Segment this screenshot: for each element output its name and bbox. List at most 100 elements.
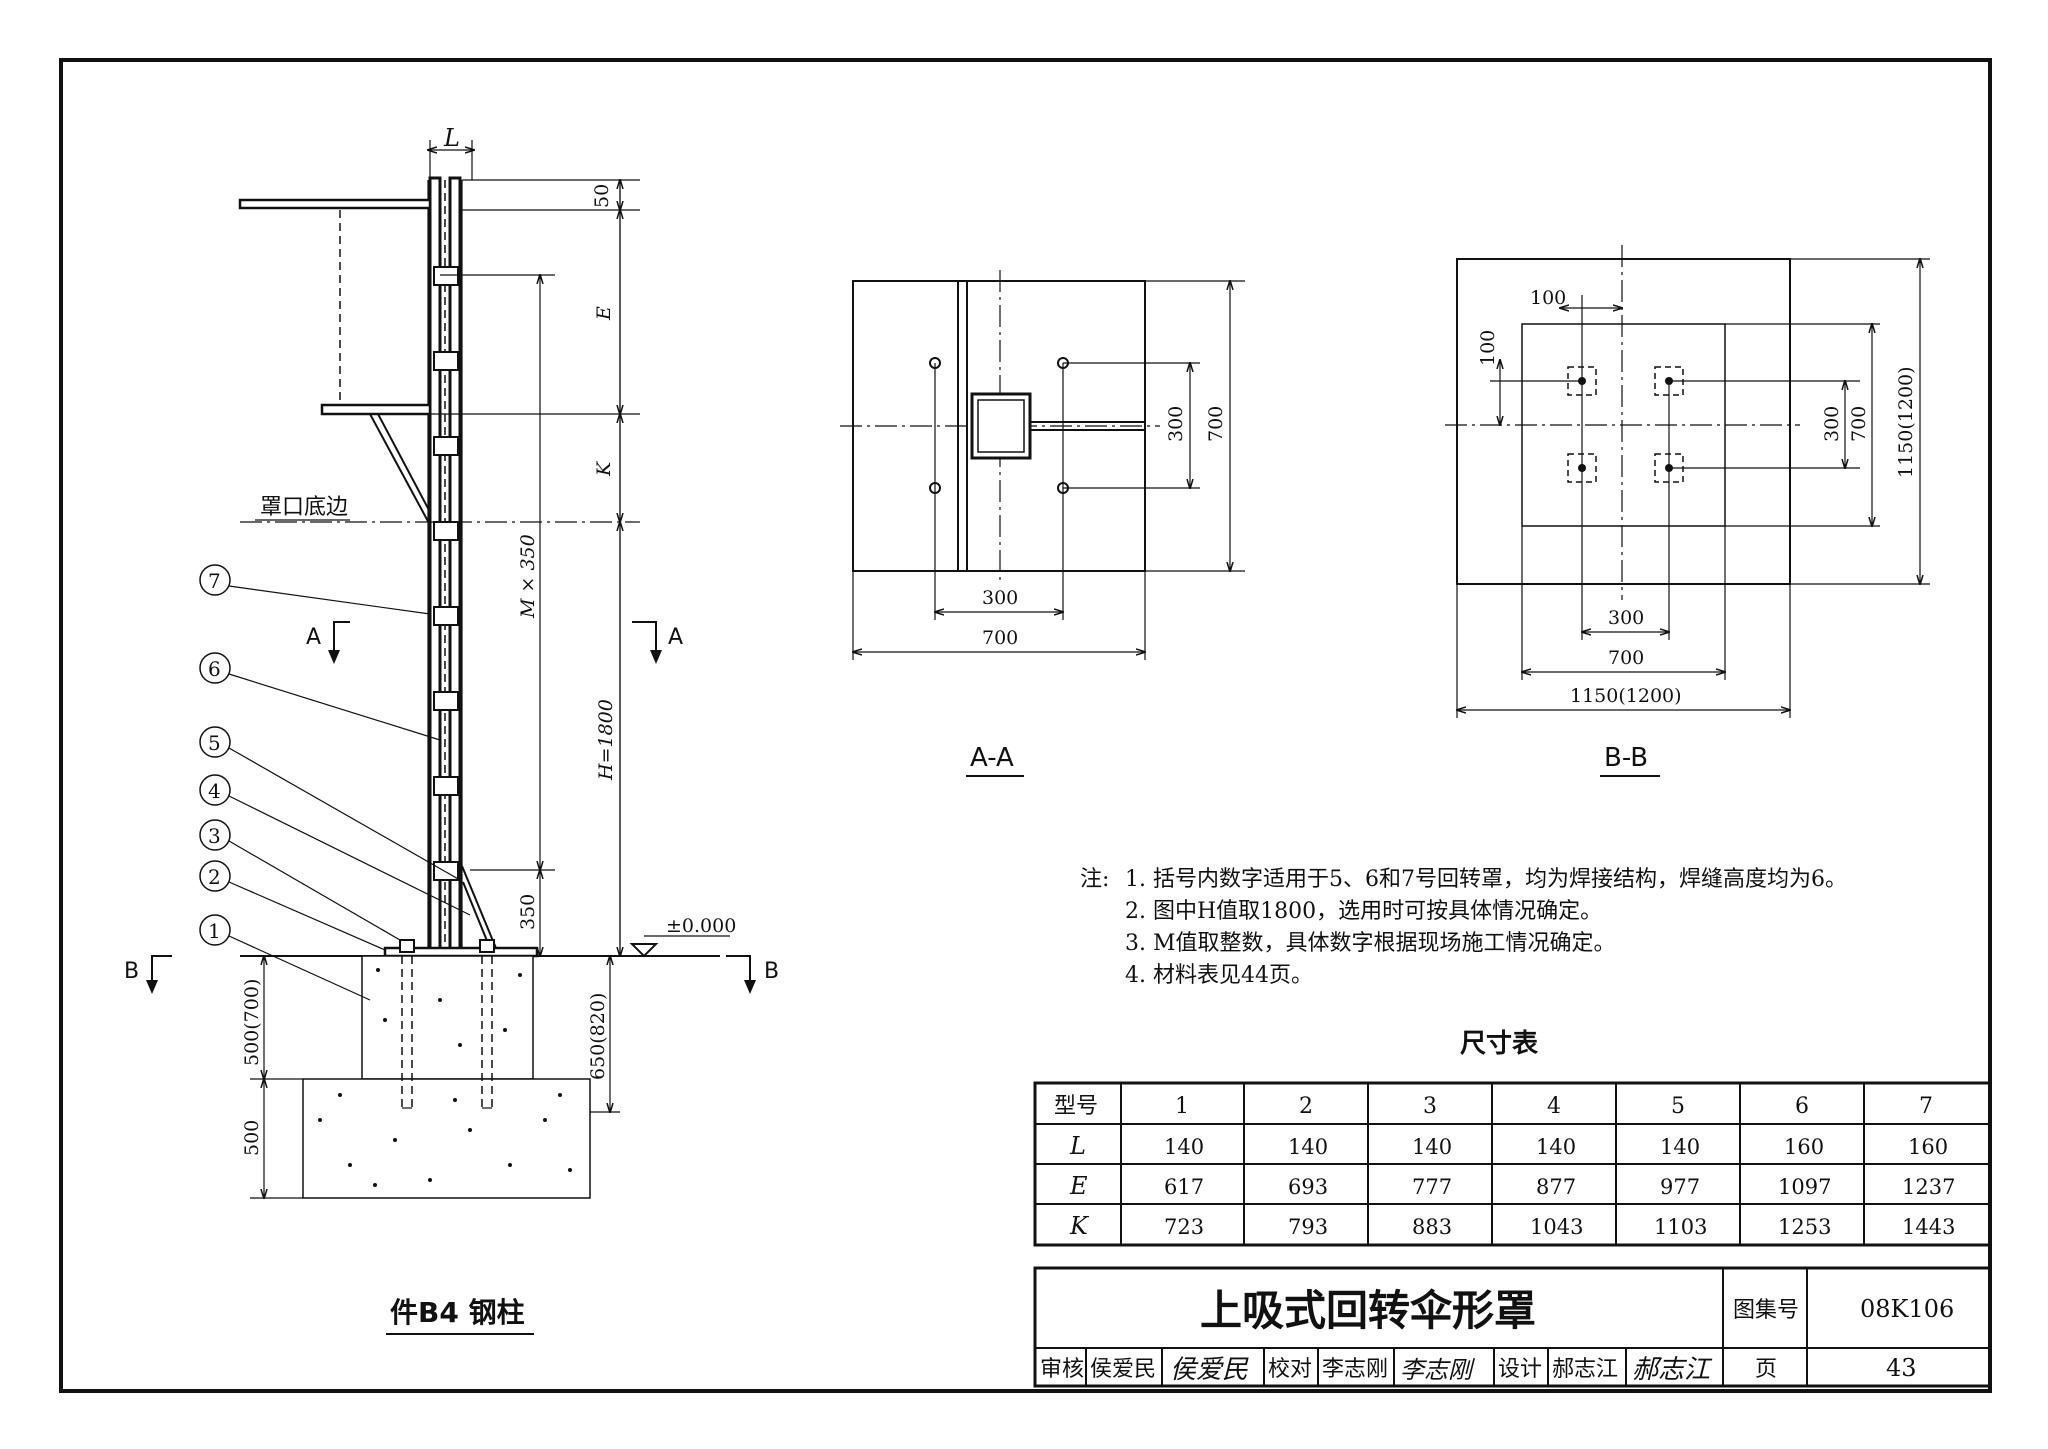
svg-text:B: B <box>124 959 139 984</box>
table-cell: 617 <box>1164 1175 1204 1199</box>
section-mark-A-left: A <box>306 621 350 664</box>
bb-dim-100-v: 100 <box>1477 330 1499 366</box>
table-cell: 1237 <box>1902 1175 1955 1199</box>
table-cell: 160 <box>1784 1135 1824 1159</box>
table-cell: 1253 <box>1778 1215 1831 1239</box>
section-mark-B-right: B <box>726 955 779 994</box>
section-bb-title: B-B <box>1604 743 1648 773</box>
balloon-5: 5 <box>199 726 461 881</box>
table-cell: 1043 <box>1530 1215 1583 1239</box>
table-cell: 1103 <box>1654 1215 1707 1239</box>
note-2: 2. 图中H值取1800，选用时可按具体情况确定。 <box>1125 899 1602 924</box>
table-cell: 1097 <box>1778 1175 1831 1199</box>
table-cell: 140 <box>1412 1135 1452 1159</box>
atlas-label: 图集号 <box>1733 1298 1799 1323</box>
designer-signature: 郝志江 <box>1632 1355 1713 1385</box>
table-cell: 877 <box>1536 1175 1576 1199</box>
table-cell: 140 <box>1164 1135 1204 1159</box>
bb-dim-1150-h: 1150(1200) <box>1570 685 1682 707</box>
hood-edge-label: 罩口底边 <box>260 495 348 520</box>
svg-text:6: 6 <box>208 657 221 681</box>
table-row: L 140 140 140 140 140 160 160 <box>1069 1132 1948 1160</box>
svg-text:3: 3 <box>208 824 221 848</box>
section-mark-A-right: A <box>632 621 683 664</box>
balloon-4: 4 <box>199 774 471 916</box>
table-cell: 977 <box>1660 1175 1700 1199</box>
table-cell: 140 <box>1660 1135 1700 1159</box>
section-bb: 100 100 300 700 1150(1200) 300 700 1150(… <box>1445 245 1930 777</box>
bb-dim-1150-v: 1150(1200) <box>1895 366 1917 478</box>
bb-dim-300-h: 300 <box>1608 607 1644 629</box>
note-1: 1. 括号内数字适用于5、6和7号回转罩，均为焊接结构，焊缝高度均为6。 <box>1125 867 1847 892</box>
notes: 注: 1. 括号内数字适用于5、6和7号回转罩，均为焊接结构，焊缝高度均为6。 … <box>1080 867 1847 988</box>
elevation-mark: ±0.000 <box>666 915 736 937</box>
svg-text:5: 5 <box>208 731 221 755</box>
table-col-5: 5 <box>1671 1094 1685 1119</box>
table-cell: 723 <box>1164 1215 1204 1239</box>
bb-dim-700-v: 700 <box>1848 406 1870 442</box>
designer-name: 郝志江 <box>1552 1357 1618 1382</box>
balloon-1: 1 <box>199 914 371 1001</box>
svg-text:A: A <box>668 625 683 650</box>
table-cell: 777 <box>1412 1175 1452 1199</box>
checker-signature: 李志刚 <box>1400 1356 1476 1384</box>
table-col-3: 3 <box>1423 1094 1437 1119</box>
review-label: 审核 <box>1040 1357 1084 1382</box>
notes-prefix: 注: <box>1080 867 1109 892</box>
svg-text:B: B <box>764 959 779 984</box>
dim-E: E <box>593 306 615 321</box>
table-header-label: 型号 <box>1054 1094 1098 1119</box>
section-aa-title: A-A <box>970 743 1014 773</box>
bb-dim-700-h: 700 <box>1608 647 1644 669</box>
concrete-hatch <box>318 968 572 1187</box>
bb-dim-300-v: 300 <box>1821 406 1843 442</box>
dim-500: 500 <box>241 1120 263 1156</box>
svg-text:7: 7 <box>208 569 221 593</box>
size-table-title: 尺寸表 <box>1460 1029 1539 1059</box>
table-col-7: 7 <box>1919 1094 1933 1119</box>
table-col-1: 1 <box>1175 1094 1189 1119</box>
column-elevation: L 罩口底边 <box>124 124 779 1335</box>
lacing-plates <box>433 266 459 881</box>
aa-dim-300-v: 300 <box>1165 406 1187 442</box>
dim-L-label: L <box>443 124 460 152</box>
page-number: 43 <box>1886 1354 1917 1382</box>
reviewer-signature: 侯爱民 <box>1170 1355 1249 1385</box>
design-label: 设计 <box>1498 1357 1542 1382</box>
table-cell: 883 <box>1412 1215 1452 1239</box>
table-cell: 693 <box>1288 1175 1328 1199</box>
aa-dim-300-h: 300 <box>982 587 1018 609</box>
table-row: E 617 693 777 877 977 1097 1237 <box>1069 1172 1955 1200</box>
svg-text:4: 4 <box>208 779 221 803</box>
dim-650-820: 650(820) <box>587 993 609 1080</box>
dim-M350: M × 350 <box>517 534 539 619</box>
section-aa: 300 700 300 700 A-A <box>840 270 1245 777</box>
dim-350: 350 <box>517 894 539 930</box>
sheet-border <box>59 58 1992 1393</box>
atlas-number: 08K106 <box>1860 1295 1954 1323</box>
svg-text:1: 1 <box>208 919 221 943</box>
aa-dim-700-h: 700 <box>982 627 1018 649</box>
table-col-6: 6 <box>1795 1094 1809 1119</box>
dim-50: 50 <box>591 184 613 208</box>
table-col-2: 2 <box>1299 1094 1313 1119</box>
aa-dim-700-v: 700 <box>1205 406 1227 442</box>
check-label: 校对 <box>1268 1357 1312 1382</box>
table-col-4: 4 <box>1547 1094 1561 1119</box>
table-cell: 160 <box>1908 1135 1948 1159</box>
svg-text:A: A <box>306 625 321 650</box>
checker-name: 李志刚 <box>1322 1357 1388 1382</box>
table-cell: 1443 <box>1902 1215 1955 1239</box>
dim-500-700: 500(700) <box>241 979 263 1066</box>
svg-text:2: 2 <box>208 865 221 889</box>
size-table: 尺寸表 型号 1 2 3 4 5 6 7 L 140 140 140 140 1… <box>1033 1029 1992 1247</box>
row-label: K <box>1069 1212 1090 1240</box>
title-block: 上吸式回转伞形罩 图集号 08K106 审核 侯爱民 侯爱民 校对 李志刚 李志… <box>1033 1266 1992 1388</box>
table-cell: 793 <box>1288 1215 1328 1239</box>
table-cell: 140 <box>1288 1135 1328 1159</box>
note-3: 3. M值取整数，具体数字根据现场施工情况确定。 <box>1125 931 1616 956</box>
balloon-6: 6 <box>199 652 441 741</box>
note-4: 4. 材料表见44页。 <box>1125 963 1313 988</box>
dim-K: K <box>593 460 615 477</box>
